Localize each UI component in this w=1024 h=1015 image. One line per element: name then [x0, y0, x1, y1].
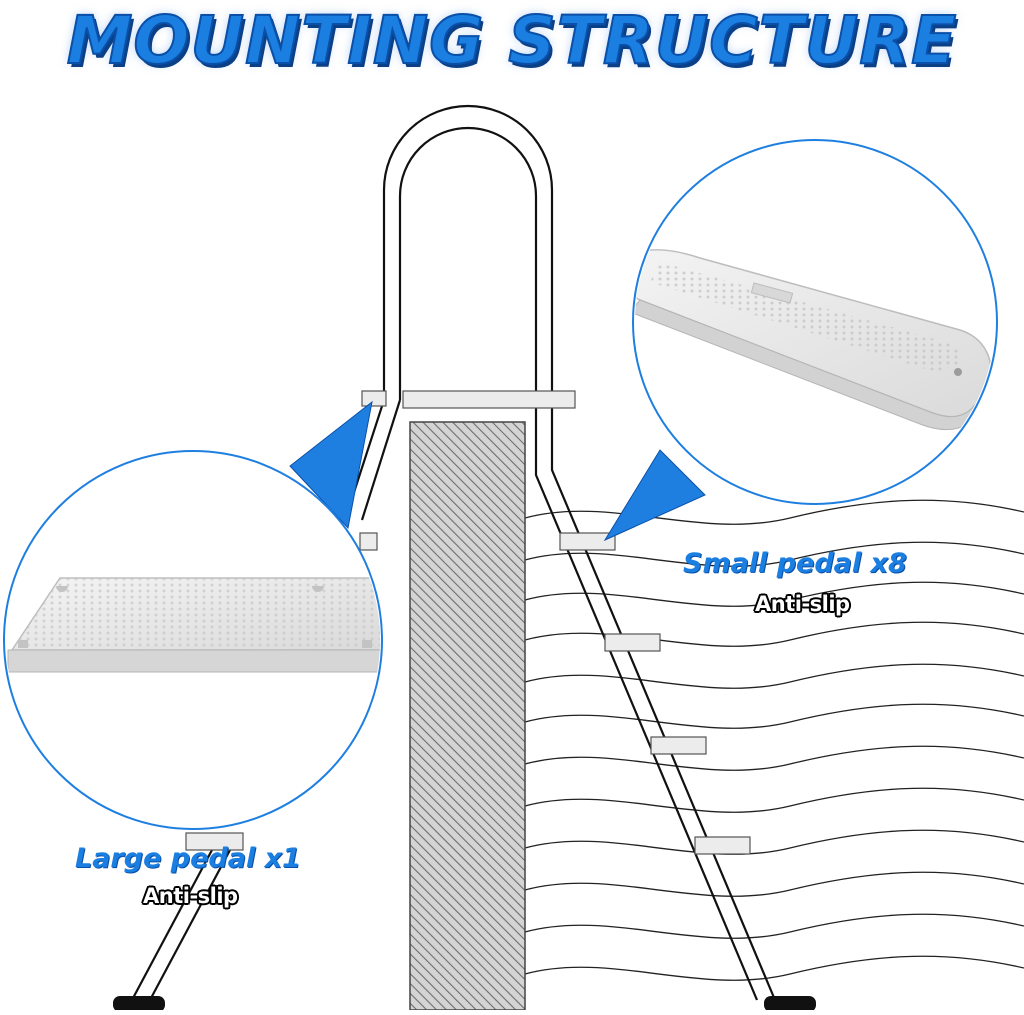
large-pedal-zoom	[3, 450, 383, 830]
pool-wall	[409, 421, 526, 1011]
ladder-frame	[131, 104, 777, 1001]
top-platform-bracket	[361, 390, 387, 407]
large-pedal-label: Large pedal x1	[75, 843, 301, 874]
small-pedal-zoom	[632, 139, 998, 505]
large-pedal-pointer	[289, 400, 373, 530]
small-pedal-pointer	[603, 449, 706, 542]
ladder-feet	[113, 996, 816, 1012]
page-title: MOUNTING STRUCTURE	[66, 1, 958, 80]
large-pedal-feature: Anti-slip	[143, 884, 238, 908]
small-pedal-feature: Anti-slip	[755, 592, 850, 616]
top-platform	[402, 390, 576, 409]
small-pedal-label: Small pedal x8	[683, 548, 907, 579]
small-pedal-steps	[185, 532, 751, 855]
